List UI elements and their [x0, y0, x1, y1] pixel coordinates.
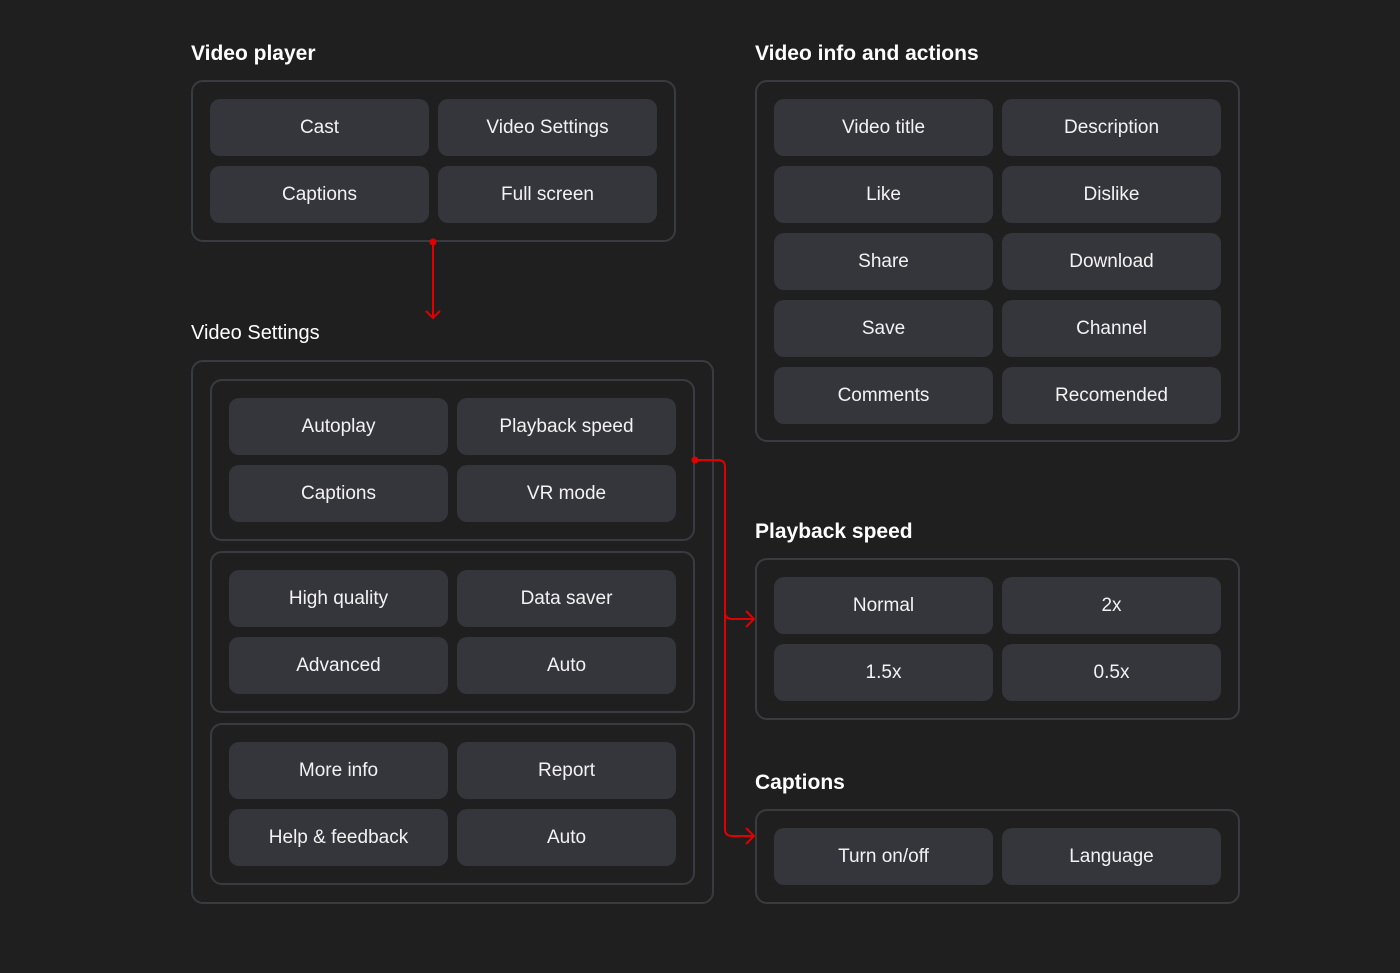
video-info-title: Video info and actions: [755, 42, 979, 65]
like-button[interactable]: Like: [774, 166, 993, 223]
video-player-title: Video player: [191, 42, 316, 65]
save-button[interactable]: Save: [774, 300, 993, 357]
help-feedback-button[interactable]: Help & feedback: [229, 809, 448, 866]
channel-button[interactable]: Channel: [1002, 300, 1221, 357]
comments-button[interactable]: Comments: [774, 367, 993, 424]
captions-language-button[interactable]: Language: [1002, 828, 1221, 885]
speed-2x-button[interactable]: 2x: [1002, 577, 1221, 634]
settings-captions-button[interactable]: Captions: [229, 465, 448, 522]
speed-1-5x-button[interactable]: 1.5x: [774, 644, 993, 701]
playback-speed-title: Playback speed: [755, 520, 913, 543]
high-quality-button[interactable]: High quality: [229, 570, 448, 627]
dislike-button[interactable]: Dislike: [1002, 166, 1221, 223]
video-player-captions-button[interactable]: Captions: [210, 166, 429, 223]
description-button[interactable]: Description: [1002, 99, 1221, 156]
video-settings-group-2: [210, 551, 695, 713]
vr-mode-button[interactable]: VR mode: [457, 465, 676, 522]
quality-auto-button[interactable]: Auto: [457, 637, 676, 694]
recommended-button[interactable]: Recomended: [1002, 367, 1221, 424]
captions-title: Captions: [755, 771, 845, 794]
connector-player-to-settings: [425, 238, 441, 320]
share-button[interactable]: Share: [774, 233, 993, 290]
autoplay-button[interactable]: Autoplay: [229, 398, 448, 455]
video-info-group: [755, 80, 1240, 442]
video-settings-group-3: [210, 723, 695, 885]
more-info-button[interactable]: More info: [229, 742, 448, 799]
video-settings-title: Video Settings: [191, 322, 320, 344]
speed-0-5x-button[interactable]: 0.5x: [1002, 644, 1221, 701]
video-player-cast-button[interactable]: Cast: [210, 99, 429, 156]
misc-auto-button[interactable]: Auto: [457, 809, 676, 866]
video-title-button[interactable]: Video title: [774, 99, 993, 156]
playback-speed-group: [755, 558, 1240, 720]
video-player-fullscreen-button[interactable]: Full screen: [438, 166, 657, 223]
captions-toggle-button[interactable]: Turn on/off: [774, 828, 993, 885]
report-button[interactable]: Report: [457, 742, 676, 799]
data-saver-button[interactable]: Data saver: [457, 570, 676, 627]
captions-group: [755, 809, 1240, 904]
video-player-settings-button[interactable]: Video Settings: [438, 99, 657, 156]
advanced-button[interactable]: Advanced: [229, 637, 448, 694]
speed-normal-button[interactable]: Normal: [774, 577, 993, 634]
download-button[interactable]: Download: [1002, 233, 1221, 290]
playback-speed-button[interactable]: Playback speed: [457, 398, 676, 455]
